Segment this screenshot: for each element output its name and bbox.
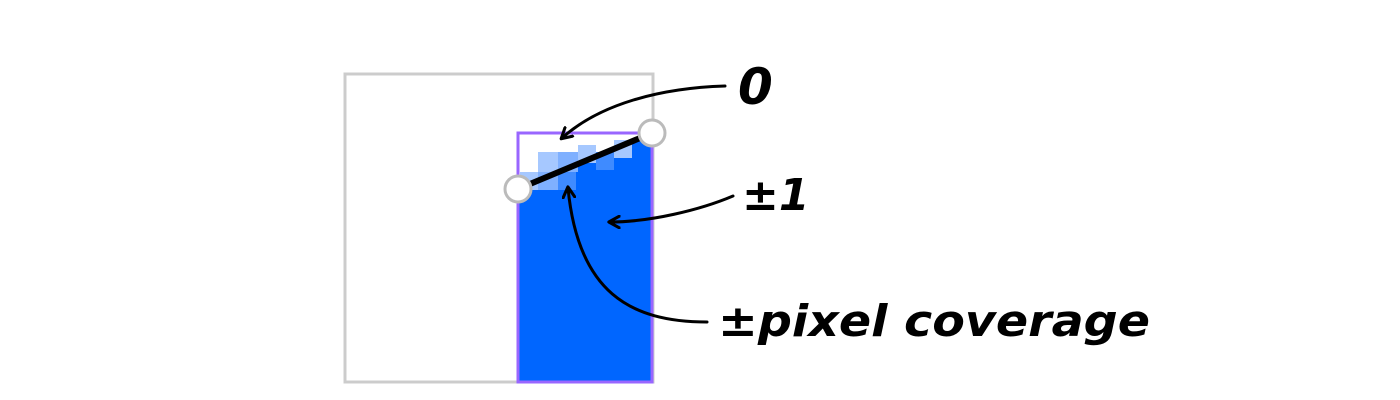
arrow-to-fill-region	[610, 194, 735, 222]
arrow-to-zero-region	[562, 84, 727, 138]
coverage-pixel	[538, 152, 558, 172]
arrow-to-coverage-pixels	[568, 188, 709, 324]
label-pixel-coverage: ±pixel coverage	[718, 296, 1150, 347]
edge-segment	[515, 130, 655, 192]
inner-bounds-box	[516, 131, 654, 384]
label-zero: 0	[738, 58, 773, 116]
endpoint-handle-left[interactable]	[503, 174, 533, 204]
endpoint-handle-right[interactable]	[637, 118, 667, 148]
label-plus-minus-one: ±1	[742, 170, 809, 221]
